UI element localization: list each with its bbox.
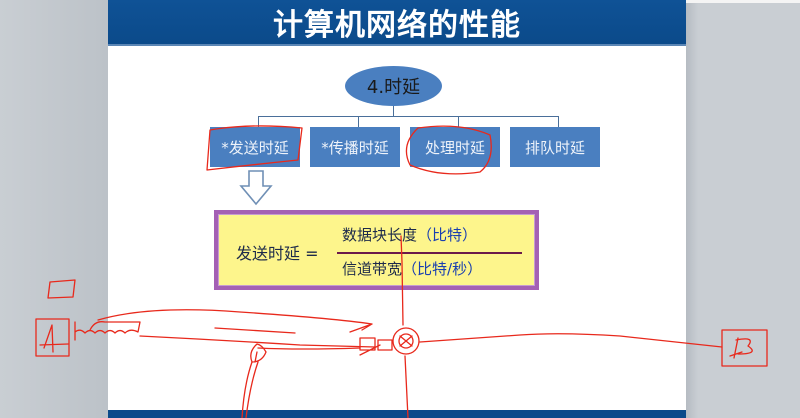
fraction-bar xyxy=(337,252,522,254)
delay-root-node[interactable]: 4.时延 xyxy=(345,66,442,106)
node-label: 处理时延 xyxy=(424,138,485,157)
slide-title-bar: 计算机网络的性能 xyxy=(108,0,686,46)
formula-denominator: 信道带宽（比特/秒） xyxy=(342,258,482,279)
node-processing-delay[interactable]: 处理时延 xyxy=(410,127,500,167)
numerator-unit: （比特） xyxy=(417,226,478,244)
node-transmission-delay[interactable]: *发送时延 xyxy=(210,127,300,167)
presentation-slide[interactable]: 计算机网络的性能 4.时延 *发送时延 *传播时延 处理时延 排队时延 发送时延… xyxy=(108,0,686,418)
tree-connector-drop-1 xyxy=(258,116,259,127)
editor-workspace-left xyxy=(0,0,108,418)
editor-workspace-right xyxy=(686,0,800,418)
transmission-delay-formula: 发送时延 = 数据块长度（比特） 信道带宽（比特/秒） xyxy=(214,210,539,290)
node-queuing-delay[interactable]: 排队时延 xyxy=(510,127,600,167)
node-label: *发送时延 xyxy=(221,138,289,157)
tree-connector-drop-3 xyxy=(458,116,459,127)
slide-title: 计算机网络的性能 xyxy=(273,8,521,43)
formula-numerator: 数据块长度（比特） xyxy=(342,224,477,245)
node-label: *传播时延 xyxy=(321,138,389,157)
slide-footer-bar xyxy=(108,410,686,418)
tree-connector-drop-2 xyxy=(358,116,359,127)
tree-connector-drop-4 xyxy=(558,116,559,127)
denominator-unit: （比特/秒） xyxy=(402,260,483,278)
numerator-text: 数据块长度 xyxy=(342,226,418,244)
delay-root-label: 4.时延 xyxy=(366,77,421,98)
down-arrow-icon xyxy=(239,170,273,206)
node-propagation-delay[interactable]: *传播时延 xyxy=(310,127,400,167)
tree-connector-horizontal xyxy=(258,116,558,117)
popup-edge xyxy=(650,0,800,3)
node-label: 排队时延 xyxy=(524,138,585,157)
formula-lhs: 发送时延 = xyxy=(236,244,319,263)
denominator-text: 信道带宽 xyxy=(342,260,403,278)
tree-connector-vertical xyxy=(393,106,394,116)
